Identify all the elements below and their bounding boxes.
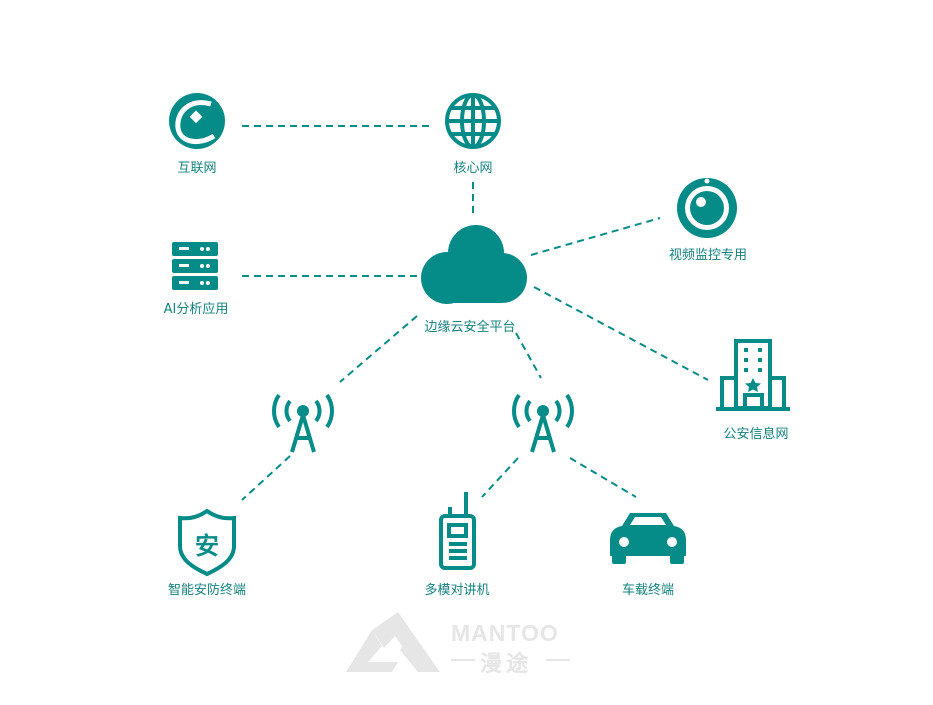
- ie-icon: [169, 93, 225, 149]
- vehicle-terminal-label: 车载终端: [621, 583, 675, 598]
- watermark-cn: 漫途: [480, 651, 533, 676]
- connectors: [241, 125, 709, 501]
- link-tower1-security: [241, 455, 291, 501]
- globe-icon: [445, 93, 501, 149]
- watermark-brand: MANTOO: [451, 620, 559, 646]
- ai-analysis-label: AI分析应用: [163, 302, 229, 317]
- radio-label: 多模对讲机: [424, 583, 490, 598]
- police-network-label: 公安信息网: [723, 427, 789, 442]
- link-tower2-radio: [481, 457, 519, 498]
- internet-label: 互联网: [177, 161, 217, 176]
- link-cloud-tower1: [339, 315, 418, 383]
- cloud-icon: [421, 225, 527, 304]
- link-cloud-video: [530, 217, 661, 256]
- camera-icon: [677, 178, 737, 238]
- shield-icon: 安: [178, 508, 236, 577]
- link-tower2-vehicle: [569, 457, 637, 498]
- car-icon: [610, 513, 686, 564]
- building-icon: [716, 339, 790, 411]
- video-surveillance-label: 视频监控专用: [668, 248, 748, 263]
- security-terminal-label: 智能安防终端: [167, 583, 247, 598]
- link-cloud-tower2: [515, 332, 542, 379]
- edge-cloud-label: 边缘云安全平台: [424, 320, 516, 335]
- antenna-tower-icon: [271, 393, 335, 453]
- link-cloud-police: [533, 286, 709, 381]
- walkie-talkie-icon: [439, 492, 476, 570]
- mantoo-logo: [346, 612, 570, 672]
- core-network-label: 核心网: [453, 161, 493, 176]
- server-icon: [172, 242, 218, 290]
- antenna-tower-icon: [511, 393, 575, 453]
- svg-text:安: 安: [195, 532, 219, 560]
